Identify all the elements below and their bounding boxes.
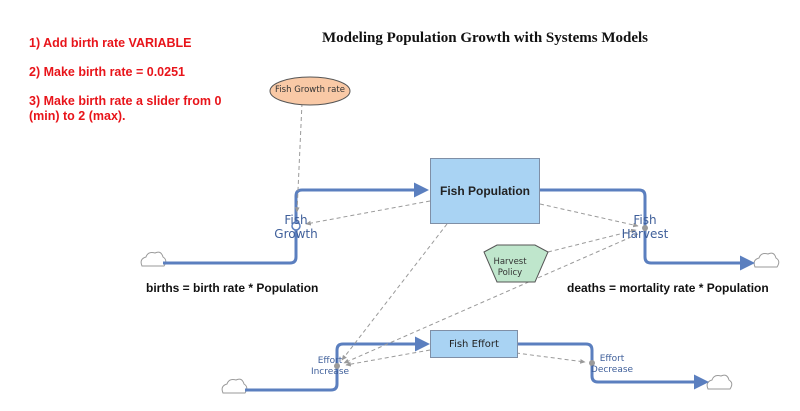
- fish-growth-rate-variable[interactable]: [269, 76, 351, 106]
- link-population-to-growth[interactable]: [305, 200, 431, 226]
- harvest-policy-label-line-2: Policy: [497, 268, 523, 278]
- cloud-icon-sink-harvest: [753, 252, 780, 268]
- instruction-step-3: 3) Make birth rate a slider from 0: [29, 94, 222, 108]
- cloud-icon-source-effort: [221, 378, 248, 394]
- link-population-to-harvest[interactable]: [539, 203, 639, 228]
- fish-population-label: Fish Population: [440, 184, 530, 198]
- effort-decrease-valve-icon[interactable]: [589, 360, 595, 366]
- births-equation: births = birth rate * Population: [146, 281, 319, 295]
- fish-growth-label-line-1: Fish: [284, 213, 308, 227]
- effort-increase-valve-icon[interactable]: [334, 363, 340, 369]
- effort-increase-label-line-2: Increase: [310, 367, 350, 377]
- page-title: Modeling Population Growth with Systems …: [322, 30, 648, 46]
- instruction-step-3-cont: (min) to 2 (max).: [29, 109, 126, 123]
- effort-decrease-label[interactable]: Effort Decrease: [582, 354, 642, 376]
- fish-harvest-label-line-2: Harvest: [621, 227, 669, 241]
- effort-decrease-label-line-2: Decrease: [590, 365, 634, 375]
- instruction-step-2: 2) Make birth rate = 0.0251: [29, 65, 185, 79]
- cloud-icon-source-growth: [140, 251, 167, 267]
- link-effort-to-effort-decrease[interactable]: [515, 352, 586, 364]
- cloud-icon-sink-effort: [706, 374, 733, 390]
- fish-harvest-label-line-1: Fish: [633, 213, 657, 227]
- fish-harvest-label[interactable]: Fish Harvest: [615, 213, 675, 241]
- link-policy-to-harvest[interactable]: [547, 228, 637, 253]
- fish-growth-valve-icon[interactable]: [291, 221, 301, 231]
- fish-growth-rate-label: Fish Growth rate: [275, 85, 345, 95]
- instruction-step-1: 1) Add birth rate VARIABLE: [29, 36, 192, 50]
- fish-growth-label-line-2: Growth: [274, 227, 318, 241]
- harvest-policy-variable[interactable]: [483, 244, 549, 283]
- harvest-policy-label: Harvest Policy: [484, 257, 536, 279]
- link-harvest-to-effort-increase[interactable]: [343, 233, 639, 364]
- effort-increase-label-line-1: Effort: [317, 356, 343, 366]
- link-growth-rate-to-growth[interactable]: [294, 102, 303, 213]
- fish-growth-label[interactable]: Fish Growth: [266, 213, 326, 241]
- harvest-policy-label-line-1: Harvest: [493, 257, 527, 267]
- fish-harvest-valve-icon[interactable]: [642, 225, 648, 231]
- effort-decrease-label-line-1: Effort: [599, 354, 625, 364]
- deaths-equation: deaths = mortality rate * Population: [567, 281, 769, 295]
- link-effort-to-effort-increase[interactable]: [345, 349, 431, 367]
- fish-effort-label: Fish Effort: [449, 338, 499, 350]
- fish-effort-stock[interactable]: Fish Effort: [430, 330, 518, 358]
- link-population-to-effort-increase[interactable]: [341, 223, 448, 361]
- fish-population-stock[interactable]: Fish Population: [430, 158, 540, 224]
- effort-increase-label[interactable]: Effort Increase: [300, 356, 360, 378]
